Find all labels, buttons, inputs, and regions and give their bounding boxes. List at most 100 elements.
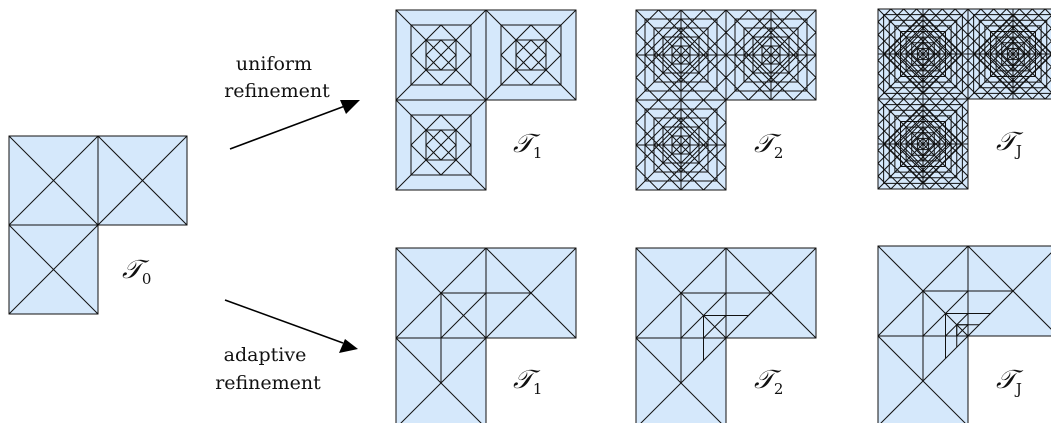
mesh-edge — [658, 99, 727, 168]
initial-mesh — [8, 135, 188, 315]
mesh-edge — [770, 54, 817, 101]
mesh-edge — [877, 34, 943, 100]
mesh-edge — [954, 85, 969, 100]
uniform-mesh-j-label: 𝒯J — [996, 127, 1024, 160]
mesh-edge — [956, 324, 969, 337]
mesh-edge — [440, 292, 487, 339]
mesh-edge — [748, 9, 817, 78]
mesh-edge — [877, 162, 905, 190]
mesh-edge — [890, 98, 969, 177]
mesh-edge — [658, 122, 727, 191]
mesh-edge — [967, 8, 995, 36]
adaptive-mesh-j — [877, 245, 1051, 423]
mesh-edge — [725, 9, 749, 33]
mesh-edge — [967, 47, 1020, 100]
mesh-edge — [680, 54, 727, 101]
mesh-edge — [703, 167, 727, 191]
uniform-mesh-1 — [395, 9, 577, 191]
mesh-edge — [1006, 53, 1051, 100]
mesh-edge — [635, 122, 704, 191]
mesh-edge — [635, 99, 704, 168]
mesh-edge — [967, 8, 982, 23]
adaptive-mesh-1 — [395, 247, 577, 423]
mesh-edge — [877, 72, 905, 100]
uniform-mesh-j — [877, 8, 1051, 190]
mesh-edge — [1044, 92, 1051, 100]
mesh-edge — [980, 28, 1051, 100]
mesh-edge — [877, 98, 956, 177]
mesh-edge — [877, 8, 905, 36]
mesh-edge — [903, 34, 969, 100]
mesh-edge — [725, 32, 794, 101]
mesh-edge — [680, 99, 727, 146]
mesh-edge — [658, 32, 727, 101]
mesh-edge — [941, 8, 969, 36]
mesh-edge — [890, 21, 969, 100]
mesh-edge — [916, 98, 969, 151]
mesh-edge — [680, 9, 727, 56]
mesh-edge — [877, 137, 930, 190]
mesh-diamond — [425, 39, 457, 71]
mesh-edge — [658, 9, 727, 78]
mesh-edge — [1031, 8, 1051, 29]
mesh-edge — [635, 77, 659, 101]
mesh-edge — [967, 85, 982, 100]
mesh-edge — [890, 8, 969, 87]
mesh-diamond — [425, 129, 457, 161]
adaptive-mesh-2 — [635, 247, 817, 423]
mesh-edge — [967, 8, 1033, 74]
adaptive-arrow — [224, 299, 358, 353]
mesh-edge — [916, 137, 969, 190]
mesh-edge — [793, 77, 817, 101]
adaptive-caption: adaptive refinement — [215, 344, 321, 394]
mesh-edge — [877, 85, 892, 100]
mesh-edge — [941, 98, 969, 126]
mesh-edge — [993, 41, 1051, 100]
mesh-diamond — [515, 39, 547, 71]
mesh-edge — [903, 8, 969, 74]
mesh-edge — [635, 9, 659, 33]
mesh-edge — [725, 77, 749, 101]
mesh-edge — [770, 9, 817, 56]
adaptive-mesh-2-label: 𝒯2 — [754, 365, 783, 398]
mesh-edge — [877, 8, 930, 61]
mesh-edge — [877, 8, 956, 87]
mesh-edge — [903, 98, 969, 164]
mesh-edge — [877, 98, 943, 164]
mesh-edge — [877, 98, 930, 151]
mesh-edge — [877, 124, 943, 190]
mesh-edge — [993, 8, 1051, 67]
uniform-mesh-1-label: 𝒯1 — [513, 129, 542, 162]
mesh-edge — [703, 77, 727, 101]
adaptive-mesh-j-label: 𝒯J — [996, 365, 1024, 398]
mesh-diamond — [410, 114, 472, 176]
uniform-caption: uniform refinement — [224, 53, 330, 102]
mesh-edge — [748, 32, 817, 101]
mesh-edge — [793, 9, 817, 33]
mesh-edge — [980, 8, 1051, 80]
mesh-edge — [954, 8, 969, 23]
mesh-edge — [725, 9, 772, 56]
mesh-edge — [941, 162, 969, 190]
mesh-edge — [916, 47, 969, 100]
mesh-edge — [635, 167, 659, 191]
mesh-edge — [635, 9, 704, 78]
mesh-edge — [725, 54, 772, 101]
mesh-edge — [8, 224, 99, 315]
mesh-diamond — [410, 24, 472, 86]
mesh-edge — [635, 144, 682, 191]
mesh-edge — [635, 9, 682, 56]
mesh-edge — [635, 99, 659, 123]
mesh-edge — [877, 8, 943, 74]
mesh-edge — [941, 72, 969, 100]
mesh-edge — [703, 99, 727, 123]
adaptive-mesh-1-label: 𝒯1 — [513, 365, 542, 398]
uniform-arrow — [229, 100, 360, 150]
mesh-edge — [877, 98, 905, 126]
mesh-edge — [877, 98, 892, 113]
mesh-edge — [877, 21, 956, 100]
mesh-edge — [680, 144, 727, 191]
mesh-edge — [635, 99, 682, 146]
mesh-edge — [954, 175, 969, 190]
mesh-edge — [967, 8, 1046, 87]
